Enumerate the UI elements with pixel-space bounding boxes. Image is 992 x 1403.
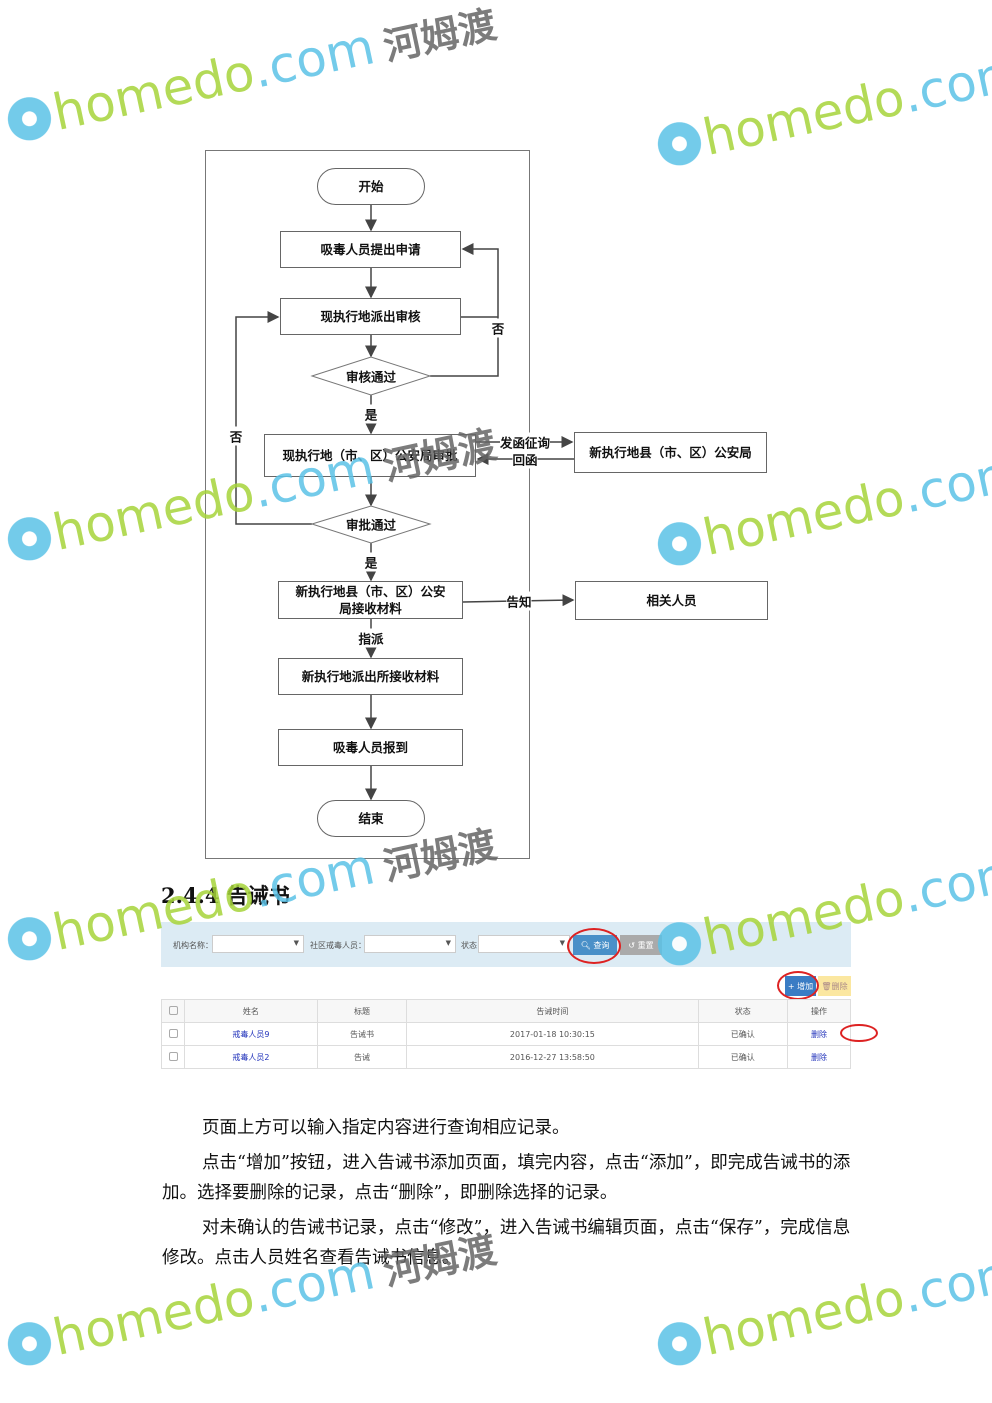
col-action: 操作: [787, 999, 851, 1023]
delete-label: 删除: [831, 981, 848, 991]
highlight-circle: [567, 928, 621, 964]
station-receive-node: 新执行地派出所接收材料: [278, 658, 463, 695]
table-header: 姓名 标题 告诫时间 状态 操作: [161, 999, 851, 1023]
trash-icon: 🗑︎: [821, 981, 832, 991]
reset-icon: ↺: [628, 940, 636, 950]
flowchart-connectors: [235, 205, 575, 801]
report-node: 吸毒人员报到: [278, 729, 463, 766]
col-status: 状态: [697, 999, 789, 1023]
status-select[interactable]: ▼: [478, 935, 570, 953]
status-label: 状态: [461, 941, 477, 950]
chevron-down-icon: ▼: [293, 939, 299, 947]
reset-button[interactable]: ↺ 重置: [620, 935, 662, 955]
filter-bar: 机构名称： ▼ 社区戒毒人员： ▼ 状态 ▼ 🔍︎ 查询 ↺ 重置: [161, 922, 851, 967]
node-line: 新执行地县（市、区）公安: [295, 584, 446, 599]
delete-link[interactable]: 删除: [811, 1029, 827, 1039]
time-cell: 2016-12-27 13:58:50: [406, 1045, 699, 1069]
bureau-approval-node: 现执行地（市、区）公安局审批: [264, 434, 476, 477]
approval-pass-decision: 审批通过: [345, 517, 397, 533]
highlight-circle: [777, 971, 819, 1000]
apply-node: 吸毒人员提出申请: [280, 231, 461, 268]
org-name-select[interactable]: ▼: [212, 935, 304, 953]
row-checkbox[interactable]: [168, 1028, 178, 1038]
new-bureau-node: 新执行地县（市、区）公安局: [574, 432, 767, 473]
status-cell: 已确认: [697, 1045, 789, 1069]
flowchart-frame: [205, 150, 530, 859]
status-cell: 已确认: [697, 1022, 789, 1046]
title-cell: 告诫: [316, 1045, 408, 1069]
chevron-down-icon: ▼: [445, 939, 451, 947]
row-checkbox[interactable]: [168, 1051, 178, 1061]
col-time: 告诫时间: [406, 999, 699, 1023]
table-row: 戒毒人员9 告诫书 2017-01-18 10:30:15 已确认 删除: [161, 1022, 879, 1046]
person-label: 社区戒毒人员：: [310, 941, 366, 950]
person-select[interactable]: ▼: [364, 935, 456, 953]
col-name: 姓名: [184, 999, 318, 1023]
col-title: 标题: [316, 999, 408, 1023]
person-name-link[interactable]: 戒毒人员2: [184, 1045, 318, 1069]
section-heading: 2.4.4 告诫书: [161, 883, 290, 908]
related-people-node: 相关人员: [575, 581, 768, 620]
record-table: 姓名 标题 告诫时间 状态 操作 戒毒人员9 告诫书 2017-01-18 10…: [161, 999, 879, 1069]
no-label: 否: [229, 426, 243, 446]
person-name-link[interactable]: 戒毒人员9: [184, 1022, 318, 1046]
police-review-node: 现执行地派出审核: [280, 298, 461, 335]
app-screenshot: 机构名称： ▼ 社区戒毒人员： ▼ 状态 ▼ 🔍︎ 查询 ↺ 重置 + 增加 🗑…: [161, 922, 879, 1069]
paragraph: 对未确认的告诫书记录，点击“修改”，进入告诫书编辑页面，点击“保存”，完成信息修…: [162, 1218, 851, 1268]
table-row: 戒毒人员2 告诫 2016-12-27 13:58:50 已确认 删除: [161, 1045, 851, 1069]
node-line: 局接收材料: [339, 601, 402, 616]
org-name-label: 机构名称：: [173, 941, 213, 950]
reset-label: 重置: [637, 940, 654, 950]
action-cell: 删除: [787, 1022, 879, 1046]
notify-label: 告知: [506, 591, 532, 611]
yes-label: 是: [364, 404, 378, 424]
paragraph: 点击“增加”按钮，进入告诫书添加页面，填完内容，点击“添加”，即完成告诫书的添加…: [162, 1153, 851, 1203]
send-letter-label: 发函征询: [499, 432, 551, 452]
title-cell: 告诫书: [316, 1022, 408, 1046]
paragraph: 页面上方可以输入指定内容进行查询相应记录。: [202, 1118, 570, 1138]
time-cell: 2017-01-18 10:30:15: [406, 1022, 699, 1046]
yes-label: 是: [364, 552, 378, 572]
delete-link[interactable]: 删除: [787, 1045, 851, 1069]
start-node: 开始: [317, 168, 425, 205]
review-pass-decision: 审核通过: [345, 369, 397, 385]
delete-button[interactable]: 🗑︎删除: [818, 976, 851, 996]
end-node: 结束: [317, 800, 425, 837]
no-label: 否: [491, 318, 505, 338]
select-all-checkbox[interactable]: [168, 1005, 178, 1015]
chevron-down-icon: ▼: [559, 939, 565, 947]
assign-label: 指派: [358, 628, 384, 648]
highlight-circle: [840, 1024, 879, 1042]
receive-material-node: 新执行地县（市、区）公安 局接收材料: [278, 581, 463, 619]
reply-letter-label: 回函: [512, 449, 538, 469]
